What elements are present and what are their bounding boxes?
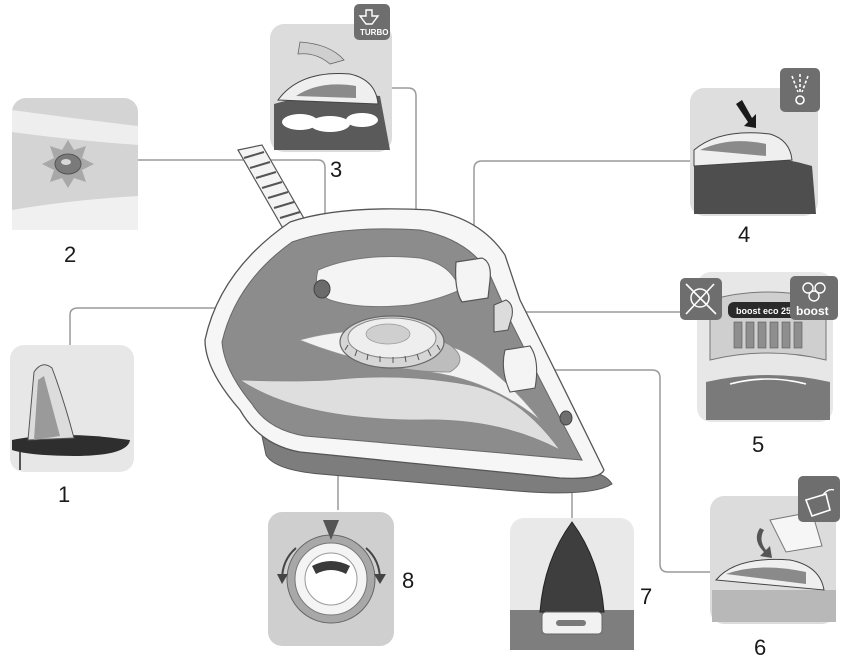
power-cord <box>237 144 307 233</box>
body-swoosh <box>238 376 561 451</box>
callout-6-label: 6 <box>754 635 766 659</box>
connector-3 <box>392 87 417 305</box>
ironing-board <box>12 435 130 456</box>
connector-1 <box>69 307 232 345</box>
dial-pointer <box>323 520 339 540</box>
temperature-dial[interactable] <box>339 315 445 369</box>
callout-3-label: 3 <box>330 157 342 182</box>
water-fill-icon <box>798 476 840 522</box>
boost-icon: boost <box>790 276 838 320</box>
turbo-label: TURBO <box>360 28 388 37</box>
panel-1 <box>10 345 134 472</box>
panel-5: boost eco 25% boost <box>680 272 838 422</box>
steam-cloud <box>282 113 378 132</box>
spray-icon <box>780 68 820 112</box>
panel-3: TURBO <box>270 4 392 152</box>
no-steam-icon <box>680 278 722 320</box>
steam-grille <box>733 321 803 349</box>
steam-trigger[interactable] <box>493 299 513 333</box>
panel-6 <box>710 476 840 624</box>
callout-4-label: 4 <box>738 222 750 247</box>
steam-selector[interactable] <box>502 345 538 393</box>
dial-ticks <box>344 344 441 363</box>
callout-7-label: 7 <box>640 584 652 609</box>
spray-button[interactable] <box>455 257 491 303</box>
panel-2 <box>12 98 138 230</box>
press-arrow-icon <box>736 100 756 128</box>
connector-6 <box>520 369 715 573</box>
panel-4 <box>690 68 820 216</box>
turbo-steam-icon: TURBO <box>354 4 390 40</box>
connector-lines <box>69 87 715 573</box>
boost-label: boost <box>796 304 829 318</box>
callout-2-label: 2 <box>64 242 76 267</box>
cord-stripes <box>243 151 301 219</box>
steam-iron <box>204 144 613 494</box>
connector-2 <box>138 159 326 278</box>
callout-5-label: 5 <box>752 432 764 457</box>
steam-setting-label: boost eco 25% <box>736 306 799 316</box>
handle-opening <box>316 256 461 308</box>
water-filler-cap[interactable] <box>559 410 573 426</box>
indicator-light <box>313 279 331 299</box>
callout-1-label: 1 <box>58 482 70 507</box>
panel-7 <box>510 518 634 650</box>
callout-8-label: 8 <box>402 568 414 593</box>
panel-8 <box>268 512 394 646</box>
pour-arrow-icon <box>756 528 772 558</box>
connector-4 <box>473 160 690 262</box>
